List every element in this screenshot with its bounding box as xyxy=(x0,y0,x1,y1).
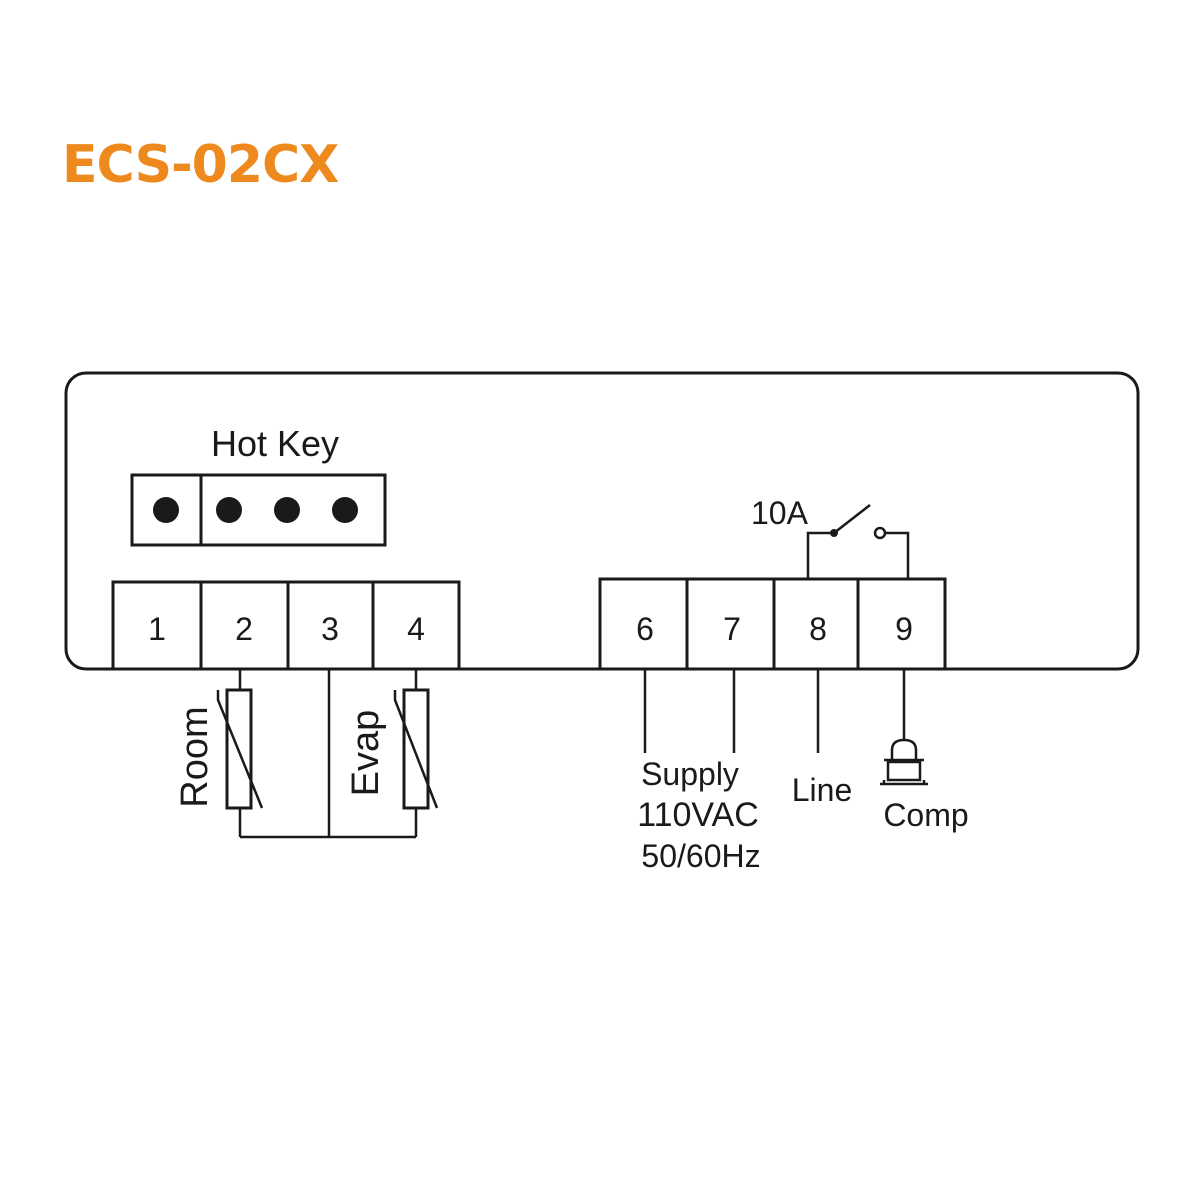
evap-sensor-label: Evap xyxy=(345,710,387,797)
hot-key-pin xyxy=(274,497,300,523)
evap-sensor-wiring xyxy=(329,669,418,839)
comp-label: Comp xyxy=(883,797,968,833)
terminal-2: 2 xyxy=(235,611,253,647)
terminal-6: 6 xyxy=(636,611,654,647)
output-leads xyxy=(643,669,906,753)
supply-voltage-label: 110VAC xyxy=(637,796,759,834)
hot-key-connector xyxy=(130,473,387,547)
hot-key-pin xyxy=(332,497,358,523)
hot-key-pin xyxy=(153,497,179,523)
supply-frequency-label: 50/60Hz xyxy=(641,838,760,874)
terminal-4: 4 xyxy=(407,611,425,647)
diagram-title: ECS-02CX xyxy=(62,135,339,195)
terminal-8: 8 xyxy=(809,611,827,647)
line-label: Line xyxy=(792,772,853,808)
supply-label: Supply xyxy=(641,756,739,792)
terminal-7: 7 xyxy=(723,611,741,647)
terminal-3: 3 xyxy=(321,611,339,647)
room-sensor-label: Room xyxy=(174,706,216,807)
terminal-1: 1 xyxy=(148,611,166,647)
terminal-9: 9 xyxy=(895,611,913,647)
compressor-icon xyxy=(880,738,928,786)
terminal-block-left xyxy=(111,580,461,671)
hot-key-pin xyxy=(216,497,242,523)
relay-switch-icon xyxy=(806,504,910,579)
room-sensor-wiring xyxy=(238,669,331,839)
relay-rating-label: 10A xyxy=(751,495,809,531)
thermistor-icon xyxy=(216,688,264,810)
terminal-block-right xyxy=(598,577,947,671)
thermistor-icon xyxy=(393,688,439,810)
hot-key-label: Hot Key xyxy=(211,423,339,464)
